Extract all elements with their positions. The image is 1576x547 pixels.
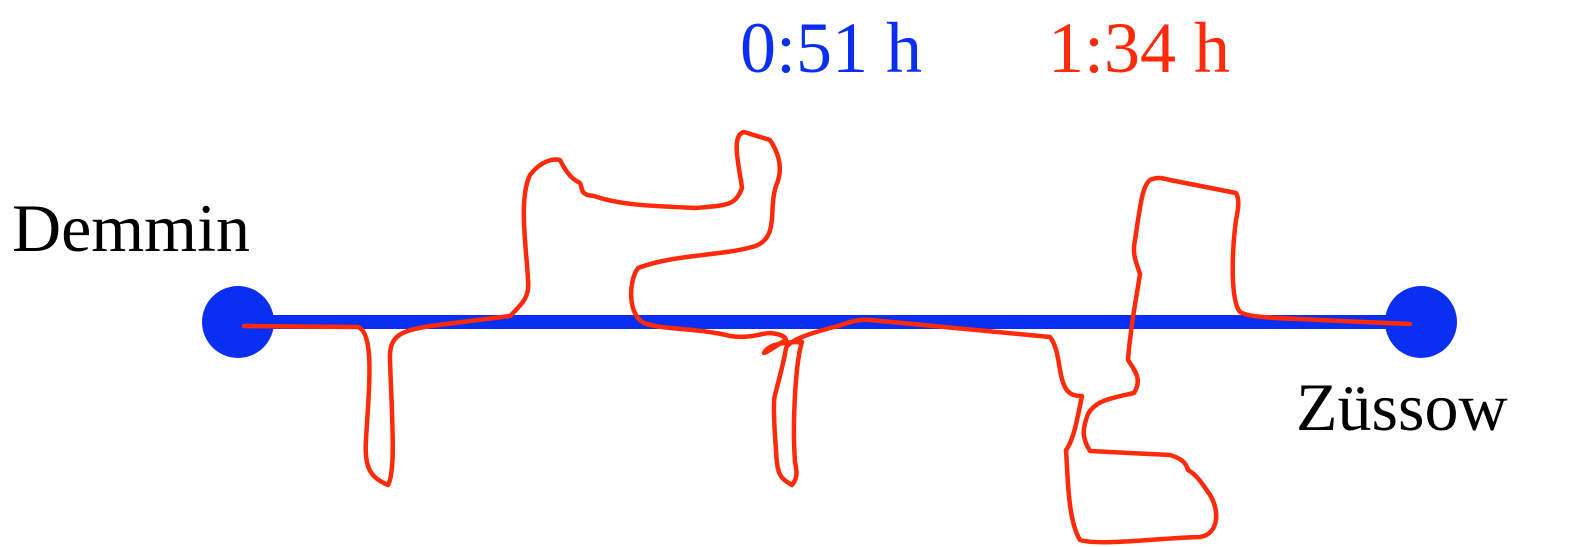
start-station-marker (202, 286, 274, 358)
end-station-marker (1385, 286, 1457, 358)
detour-route-line (241, 129, 1413, 545)
detour-travel-time: 1:34 h (1048, 8, 1230, 88)
end-station-label: Züssow (1296, 369, 1508, 445)
start-station-label: Demmin (12, 190, 250, 266)
direct-travel-time: 0:51 h (740, 8, 922, 88)
